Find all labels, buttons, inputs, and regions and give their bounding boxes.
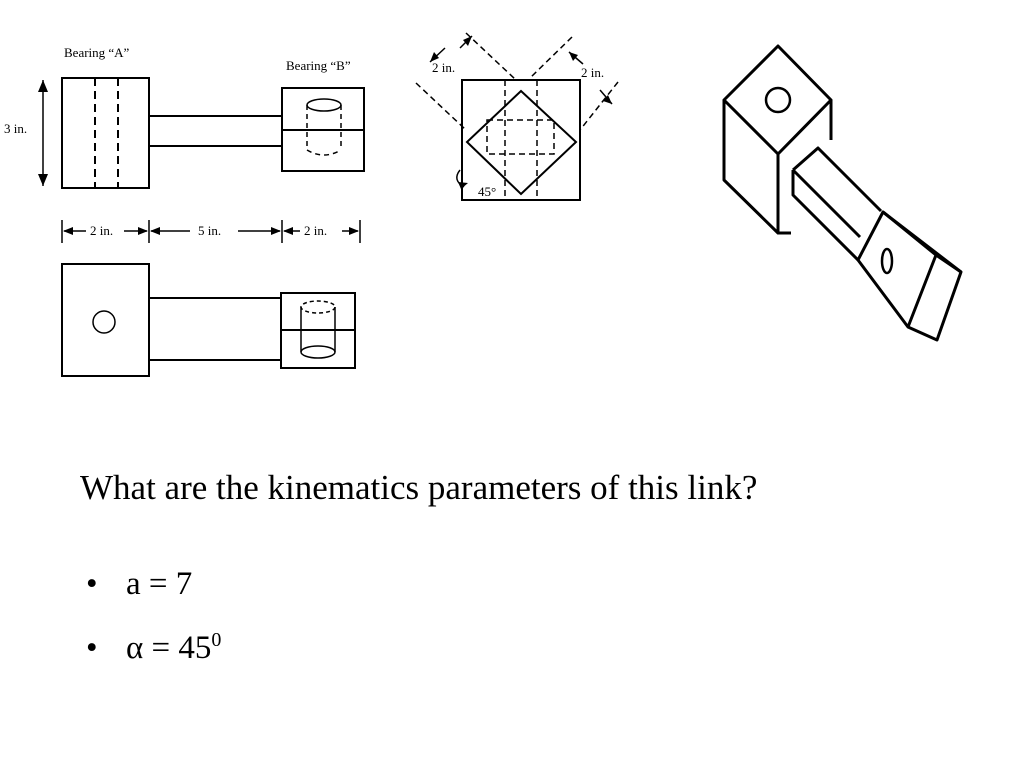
answer-list: • a = 7 • α = 450: [86, 562, 221, 674]
dim-middle-label: 5 in.: [198, 223, 221, 238]
dimension-arrows: [63, 227, 359, 235]
diag-dim-left-label: 2 in.: [432, 60, 455, 75]
dim-right-label: 2 in.: [304, 223, 327, 238]
bearing-b-label: Bearing “B”: [286, 58, 351, 73]
bearing-a-label: Bearing “A”: [64, 45, 130, 60]
top-view: [38, 77, 365, 189]
bearing-a-top-face: [722, 44, 833, 156]
bullet-icon: •: [86, 566, 98, 602]
bearing-b-hole: [880, 247, 894, 275]
bearing-b-block-iso: [856, 210, 963, 342]
answer-item-a: • a = 7: [86, 562, 221, 618]
link-arm: [791, 146, 883, 262]
height-dimension: 3 in.: [4, 121, 27, 136]
end-view: [415, 32, 619, 201]
front-view: [61, 263, 356, 377]
diag-dim-right-label: 2 in.: [581, 65, 604, 80]
question-text: What are the kinematics parameters of th…: [80, 468, 758, 507]
answer-text: α = 45: [126, 630, 212, 666]
answer-item-alpha: • α = 450: [86, 618, 221, 674]
bearing-a-block: [61, 77, 150, 189]
isometric-link: [722, 44, 963, 342]
bullet-icon: •: [86, 630, 98, 666]
bearing-a-hole: [764, 86, 792, 114]
answer-text: a = 7: [126, 566, 193, 602]
bearing-a-front: [61, 263, 150, 377]
angle-label: 45°: [478, 184, 496, 199]
end-view-arrows: [430, 36, 612, 189]
dim-left-label: 2 in.: [90, 223, 113, 238]
link-shaft: [148, 115, 283, 147]
degree-superscript: 0: [211, 629, 222, 651]
bearing-a-left-face: [722, 100, 780, 235]
